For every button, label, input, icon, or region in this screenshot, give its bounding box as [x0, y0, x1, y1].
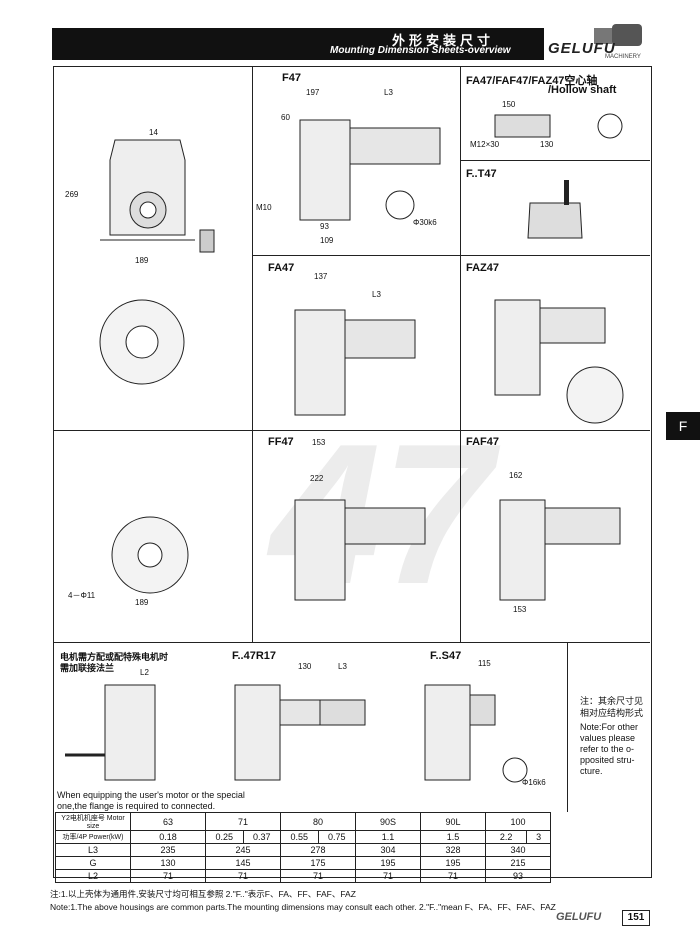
dim-93: 93	[320, 222, 329, 231]
gear-motor-logo-icon	[594, 24, 642, 46]
dim-109: 109	[320, 236, 334, 245]
f47-front-view-drawing	[100, 139, 215, 253]
dim-197: 197	[306, 88, 320, 97]
power-label: 功率/4P Power(kW)	[55, 830, 131, 844]
divider	[252, 255, 650, 256]
dim-137: 137	[314, 272, 328, 281]
header-bar	[52, 28, 544, 60]
title-f47: F47	[282, 72, 301, 84]
title-fa-hollow: FA47/FAF47/FAZ47空心轴	[466, 75, 598, 87]
footer-brand: GELUFU	[556, 911, 602, 923]
motor-note-cn-2: 需加联接法兰	[60, 663, 115, 673]
motor-flange-drawing	[65, 684, 156, 781]
divider	[460, 160, 650, 161]
faz47-drawing	[494, 299, 624, 424]
ff47-side-drawing	[294, 499, 426, 601]
dim-222: 222	[310, 474, 324, 483]
side-note-cn-1: 注：其余尺寸见	[580, 696, 644, 706]
dim-60: 60	[281, 113, 290, 122]
f47-side-view-drawing	[299, 119, 441, 221]
brand-sub: MACHINERY	[605, 54, 641, 60]
ff47-flange-drawing	[111, 516, 189, 594]
footer-note-cn: 注:1.以上壳体为通用件,安装尺寸均可相互参照 2."F.."表示F、FA、FF…	[50, 889, 356, 899]
footer-note-en: Note:1.The above housings are common par…	[50, 902, 556, 912]
dim-153: 153	[312, 438, 326, 447]
fa47-flange-drawing	[99, 299, 185, 385]
title-hollow-shaft: /Hollow shaft	[548, 84, 617, 96]
dim-L3-fa47: L3	[372, 290, 381, 299]
spec-table: Y2电机机座号 Motor size 63 71 80 90S 90L 100 …	[55, 812, 551, 883]
dim-14: 14	[149, 128, 158, 137]
dim-115: 115	[478, 659, 491, 668]
hollow-shaft-drawing	[494, 113, 623, 139]
dim-162: 162	[509, 471, 523, 480]
divider	[567, 642, 568, 812]
dim-130: 130	[540, 140, 554, 149]
title-ft47: F..T47	[466, 168, 497, 180]
dim-130-fr: 130	[298, 662, 312, 671]
dim-L3: L3	[384, 88, 393, 97]
dim-150: 150	[502, 100, 516, 109]
dim-4phi11: 4－Φ11	[68, 591, 96, 600]
dim-189-ff: 189	[135, 598, 149, 607]
dim-phi30: Φ30k6	[413, 218, 437, 227]
header-title-cn: 外形安装尺寸	[392, 33, 495, 48]
title-fa47: FA47	[268, 262, 295, 274]
title-fs47: F..S47	[430, 650, 462, 662]
fr17-drawing	[234, 684, 366, 781]
title-fr17: F..47R17	[232, 650, 277, 662]
divider	[252, 255, 253, 642]
dim-M12: M12×30	[470, 140, 500, 149]
faf47-drawing	[499, 499, 621, 601]
section-tab[interactable]: F	[666, 412, 700, 440]
dim-L2: L2	[140, 668, 149, 677]
divider	[252, 66, 253, 255]
dim-189: 189	[135, 256, 149, 265]
flange-note-1: When equipping the user's motor or the s…	[57, 790, 245, 800]
fs47-drawing	[424, 684, 528, 783]
title-faf47: FAF47	[466, 436, 500, 448]
title-ff47: FF47	[268, 436, 294, 448]
flange-note-2: one,the flange is required to connected.	[57, 801, 216, 811]
fa47-side-drawing	[294, 309, 416, 416]
divider	[53, 642, 650, 643]
dim-153-faf: 153	[513, 605, 527, 614]
dim-phi16: Φ16k6	[522, 778, 546, 787]
divider	[53, 430, 650, 431]
side-note-cn-2: 相对应结构形式	[580, 708, 644, 718]
motor-note-cn-1: 电机需方配或配特殊电机时	[60, 652, 169, 662]
ft47-drawing	[527, 180, 583, 239]
divider	[460, 255, 461, 642]
title-faz47: FAZ47	[466, 262, 500, 274]
motor-size-label: Y2电机机座号 Motor size	[55, 812, 131, 831]
dim-L3-fr: L3	[338, 662, 347, 671]
dim-M10: M10	[256, 203, 272, 212]
header-title-en: Mounting Dimension Sheets-overview	[330, 45, 511, 56]
dim-269: 269	[65, 190, 79, 199]
page-number: 151	[622, 910, 650, 926]
brand-logo: GELUFU	[548, 40, 616, 57]
